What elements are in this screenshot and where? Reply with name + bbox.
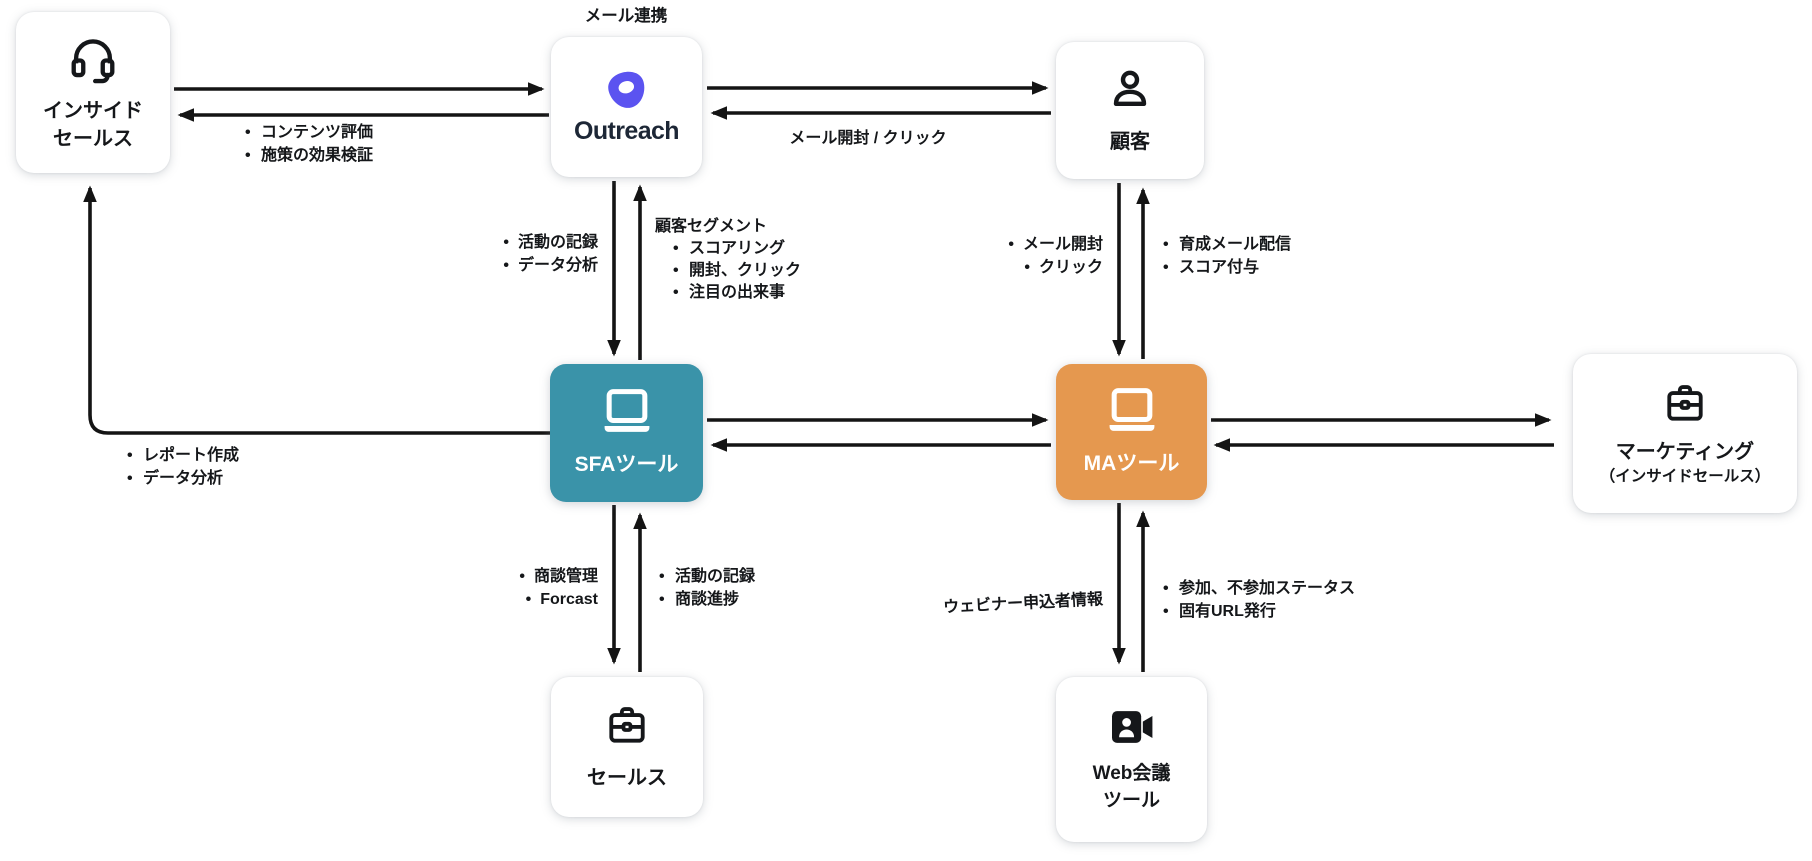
mail-link-caption: メール連携	[584, 7, 668, 25]
node-sfa-tool: SFAツール	[550, 364, 703, 502]
briefcase-icon	[1667, 384, 1703, 421]
arrow-sfa-to-inside-sales-curved	[83, 185, 551, 435]
video-camera-icon	[1111, 710, 1152, 743]
marketing-label-line1: マーケティング	[1615, 440, 1755, 463]
edge-label-customer-to-ma: メール開封 クリック	[945, 233, 1103, 279]
edge-label-customer-to-outreach: メール開封 / クリック	[789, 130, 947, 147]
edge-label-web-meeting-to-ma: 参加、不参加ステータス 固有URL発行	[1161, 577, 1355, 623]
headset-icon	[71, 38, 115, 83]
inside-sales-label-line2: セールス	[53, 127, 133, 150]
edge-label-sales-to-sfa: 活動の記録 商談進捗	[657, 565, 755, 611]
node-sales: セールス	[551, 677, 703, 817]
node-inside-sales: インサイド セールス	[16, 12, 170, 173]
edge-label-sfa-to-outreach: 顧客セグメント スコアリング 開封、クリック 注目の出来事	[655, 216, 801, 304]
edge-label-outreach-to-inside-sales: コンテンツ評価 施策の効果検証	[243, 121, 373, 167]
node-outreach: Outreach	[551, 37, 702, 177]
edge-label-ma-to-customer: 育成メール配信 スコア付与	[1161, 233, 1291, 279]
laptop-icon	[604, 388, 649, 432]
node-marketing: マーケティング （インサイドセールス）	[1573, 354, 1797, 513]
marketing-label-line2: （インサイドセールス）	[1599, 467, 1771, 485]
node-ma-tool: MAツール	[1056, 364, 1207, 500]
inside-sales-label-line1: インサイド	[43, 99, 143, 122]
edge-label-sfa-to-sales: 商談管理 Forcast	[440, 565, 598, 611]
outreach-wordmark: Outreach	[574, 117, 680, 145]
sfa-label: SFAツール	[574, 452, 679, 476]
edge-label-header: 顧客セグメント	[655, 218, 768, 235]
edge-label-sfa-to-inside-sales: レポート作成 データ分析	[125, 444, 239, 490]
ma-label: MAツール	[1083, 451, 1180, 475]
sales-label: セールス	[587, 767, 667, 789]
web-meeting-label-line2: ツール	[1102, 789, 1160, 811]
edge-label-outreach-to-sfa: 活動の記録 データ分析	[440, 231, 598, 277]
outreach-logo	[607, 71, 644, 108]
node-web-meeting: Web会議 ツール	[1056, 677, 1207, 842]
web-meeting-label-line1: Web会議	[1092, 762, 1171, 784]
node-customer: 顧客	[1056, 42, 1204, 179]
briefcase-icon	[609, 707, 645, 743]
edge-label-ma-to-web-meeting: ウェビナー申込者情報	[942, 591, 1104, 617]
person-icon	[1113, 70, 1147, 106]
laptop-icon	[1109, 387, 1154, 431]
customer-label: 顧客	[1110, 131, 1150, 153]
